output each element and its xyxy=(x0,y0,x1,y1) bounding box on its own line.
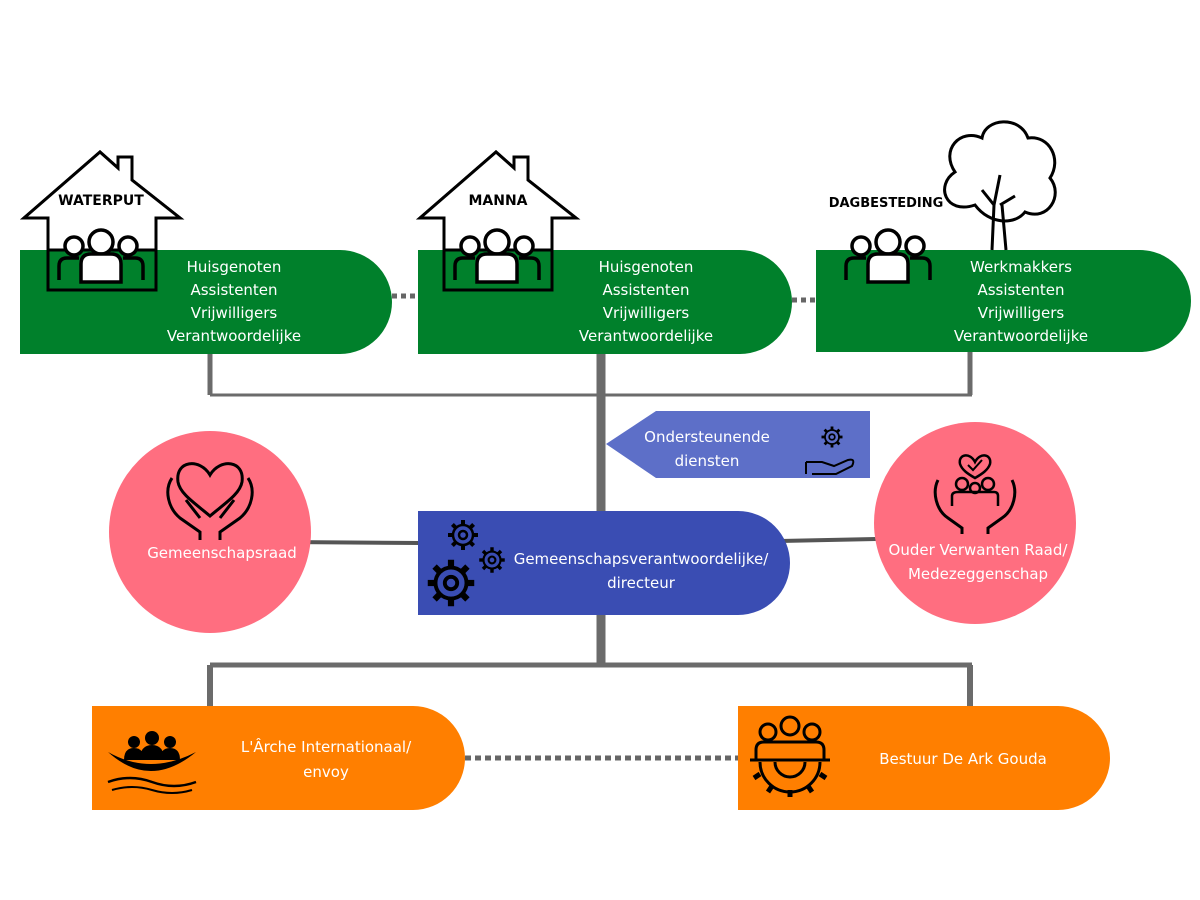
gemeenschapsraad-circle: Gemeenschapsraad xyxy=(109,431,311,633)
bottom-line: Bestuur De Ark Gouda xyxy=(879,750,1047,768)
role-line: Huisgenoten xyxy=(187,258,282,276)
role-line: Assistenten xyxy=(190,281,277,299)
director-line: directeur xyxy=(607,574,676,592)
house-box-manna: MANNA Huisgenoten Assistenten Vrijwillig… xyxy=(415,150,792,354)
heart-hands-icon xyxy=(166,462,254,540)
support-services: Ondersteunende diensten xyxy=(606,411,870,478)
council-label: Gemeenschapsraad xyxy=(147,544,297,562)
role-line: Vrijwilligers xyxy=(191,304,278,322)
bestuur-box: Bestuur De Ark Gouda xyxy=(738,706,1110,810)
council-line: Ouder Verwanten Raad/ xyxy=(889,541,1069,559)
support-arrow-box xyxy=(606,411,870,478)
role-line: Verantwoordelijke xyxy=(954,327,1088,345)
house-title: MANNA xyxy=(468,193,527,209)
ouder-verwanten-raad-circle: Ouder Verwanten Raad/ Medezeggenschap xyxy=(874,422,1076,624)
family-care-hands-icon xyxy=(933,454,1017,534)
center-director-box: Gemeenschapsverantwoordelijke/ directeur xyxy=(418,511,790,615)
council-line: Medezeggenschap xyxy=(908,565,1048,583)
house-title: DAGBESTEDING xyxy=(829,196,944,211)
tree-icon xyxy=(943,120,1057,251)
role-line: Huisgenoten xyxy=(599,258,694,276)
role-line: Werkmakkers xyxy=(970,258,1072,276)
house-title: WATERPUT xyxy=(58,193,144,209)
house-box-waterput: WATERPUT Huisgenoten Assistenten Vrijwil… xyxy=(19,150,392,354)
bottom-line: envoy xyxy=(303,763,349,781)
director-line: Gemeenschapsverantwoordelijke/ xyxy=(514,550,770,568)
support-line: diensten xyxy=(675,452,740,470)
bottom-line: L'Ârche Internationaal/ xyxy=(241,737,412,756)
support-line: Ondersteunende xyxy=(644,428,770,446)
role-line: Vrijwilligers xyxy=(603,304,690,322)
boat-people-icon xyxy=(107,731,197,794)
larche-internationaal-box: L'Ârche Internationaal/ envoy xyxy=(92,706,465,810)
role-line: Assistenten xyxy=(602,281,689,299)
role-line: Verantwoordelijke xyxy=(579,327,713,345)
house-outline-icon xyxy=(19,150,185,292)
hand-icon xyxy=(805,458,855,475)
orange-box xyxy=(738,706,1110,810)
role-line: Assistenten xyxy=(977,281,1064,299)
pink-circle xyxy=(874,422,1076,624)
house-box-dagbesteding: DAGBESTEDING Werkmakkers Assistenten Vri… xyxy=(816,120,1191,352)
pink-circle xyxy=(109,431,311,633)
role-line: Vrijwilligers xyxy=(978,304,1065,322)
team-gear-icon xyxy=(750,715,830,797)
house-outline-icon xyxy=(415,150,581,292)
role-line: Verantwoordelijke xyxy=(167,327,301,345)
blue-box xyxy=(418,511,790,615)
connector-right-council xyxy=(779,537,877,543)
